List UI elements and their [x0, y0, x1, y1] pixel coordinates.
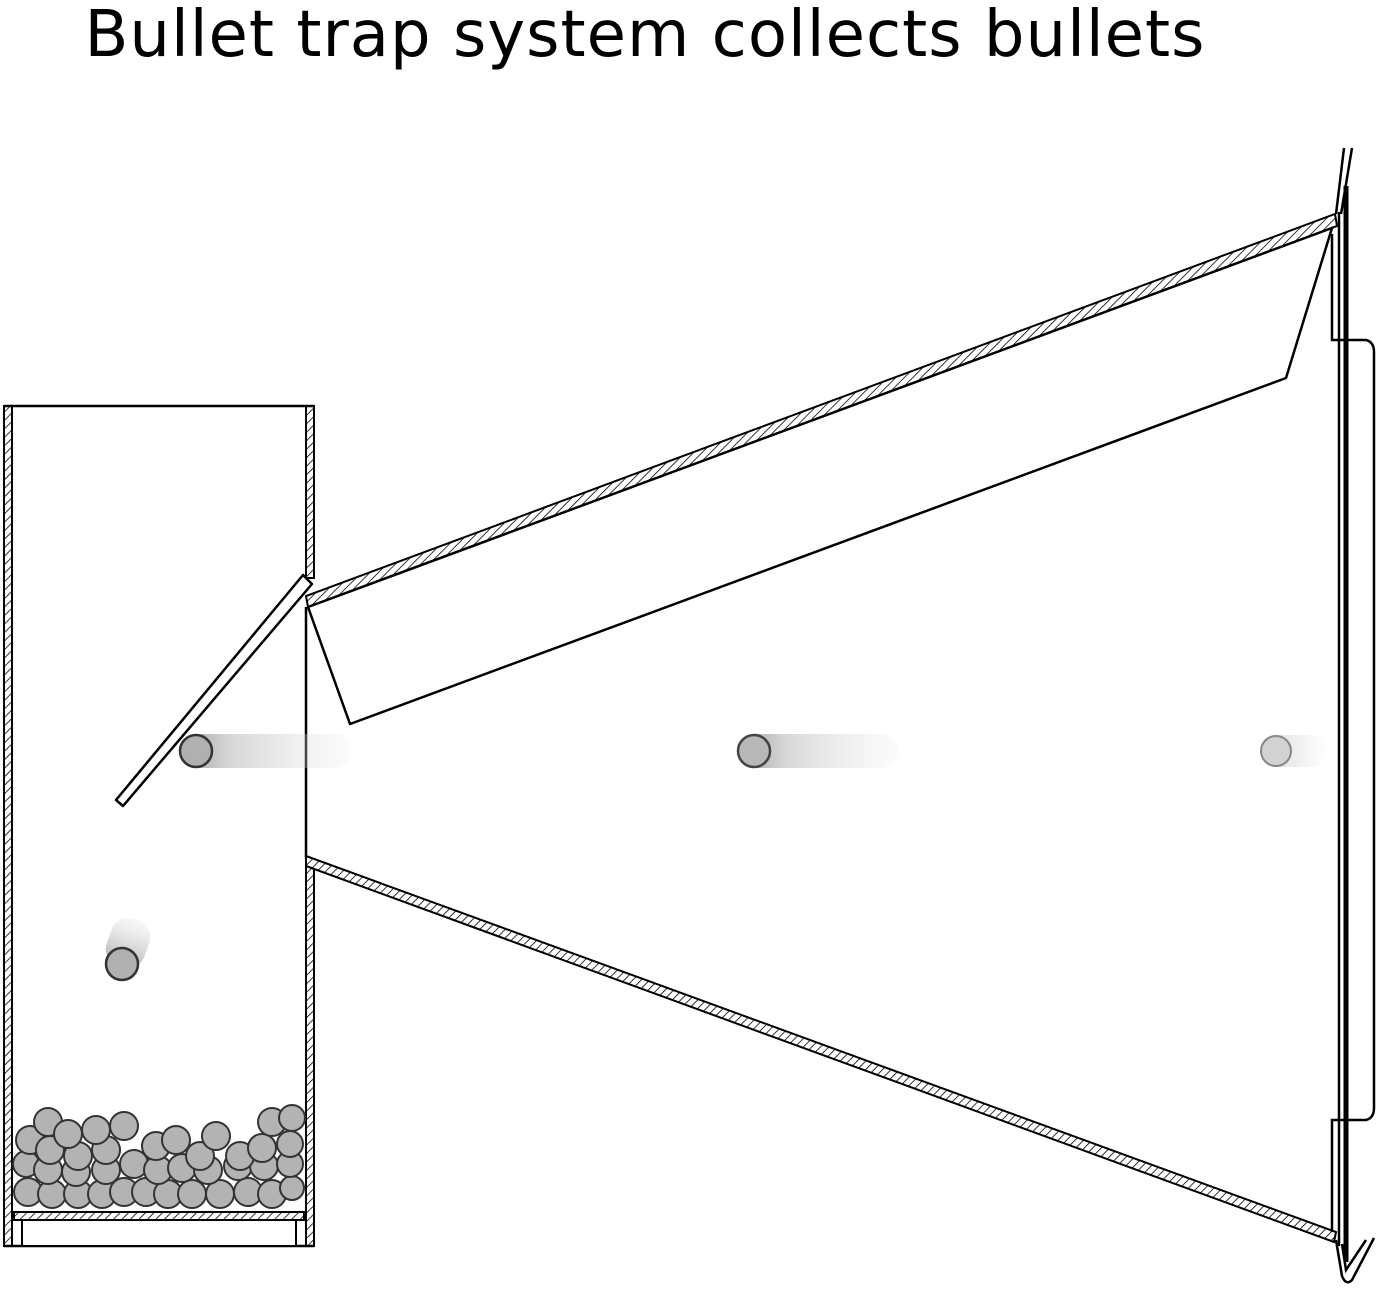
- box-left-wall: [3, 405, 13, 1247]
- pellet-trail-2: [736, 733, 898, 769]
- funnel-lower-wall: [305, 854, 1338, 1244]
- funnel-cone: [304, 212, 1339, 1244]
- flying-pellets: [104, 733, 1326, 982]
- box-right-wall-upper: [305, 405, 315, 579]
- pellet-trail-3: [1260, 735, 1326, 767]
- pellet-trail-1: [178, 733, 352, 769]
- funnel-upper-wall: [304, 212, 1339, 609]
- collection-box: [3, 404, 315, 1248]
- box-bottom-tray-inner: [21, 1219, 297, 1247]
- pellet-falling: [104, 917, 151, 982]
- inner-baffle: [306, 226, 1334, 726]
- box-bottom-tray: [13, 1211, 305, 1221]
- deflector-plate: [114, 573, 314, 808]
- diagram-title: Bullet trap system collects bullets: [84, 0, 1206, 72]
- collected-pellets: [12, 1104, 306, 1209]
- front-frame: [1330, 147, 1376, 1284]
- box-right-wall-lower: [305, 863, 315, 1247]
